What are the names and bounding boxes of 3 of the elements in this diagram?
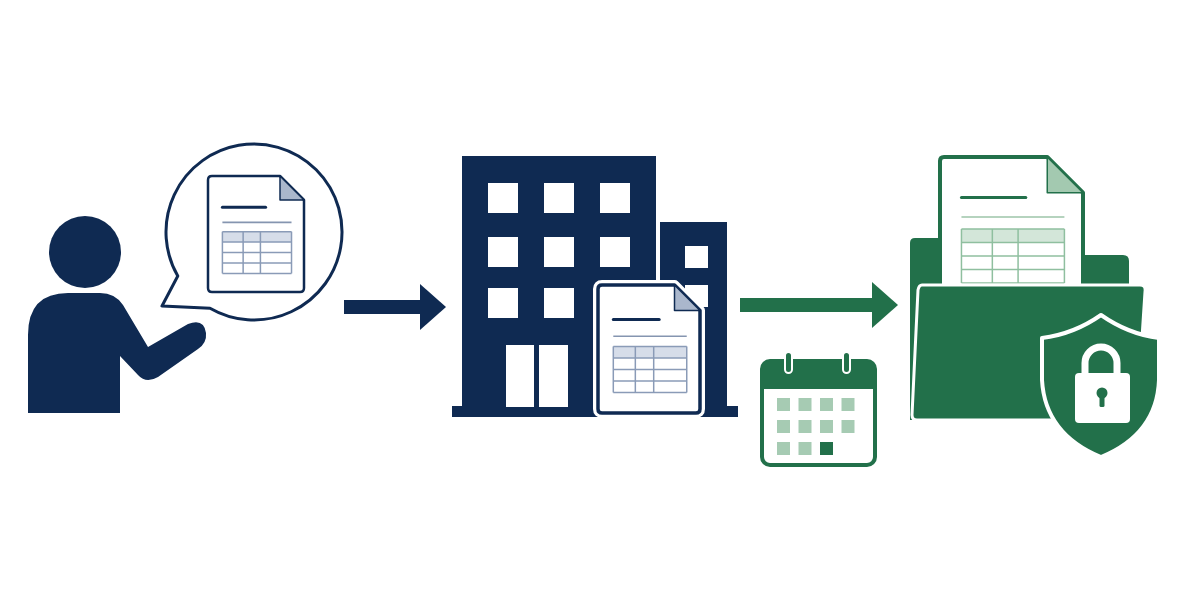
person-with-speech-bubble [28, 142, 344, 416]
arrow [344, 284, 446, 330]
arrow [740, 282, 898, 328]
